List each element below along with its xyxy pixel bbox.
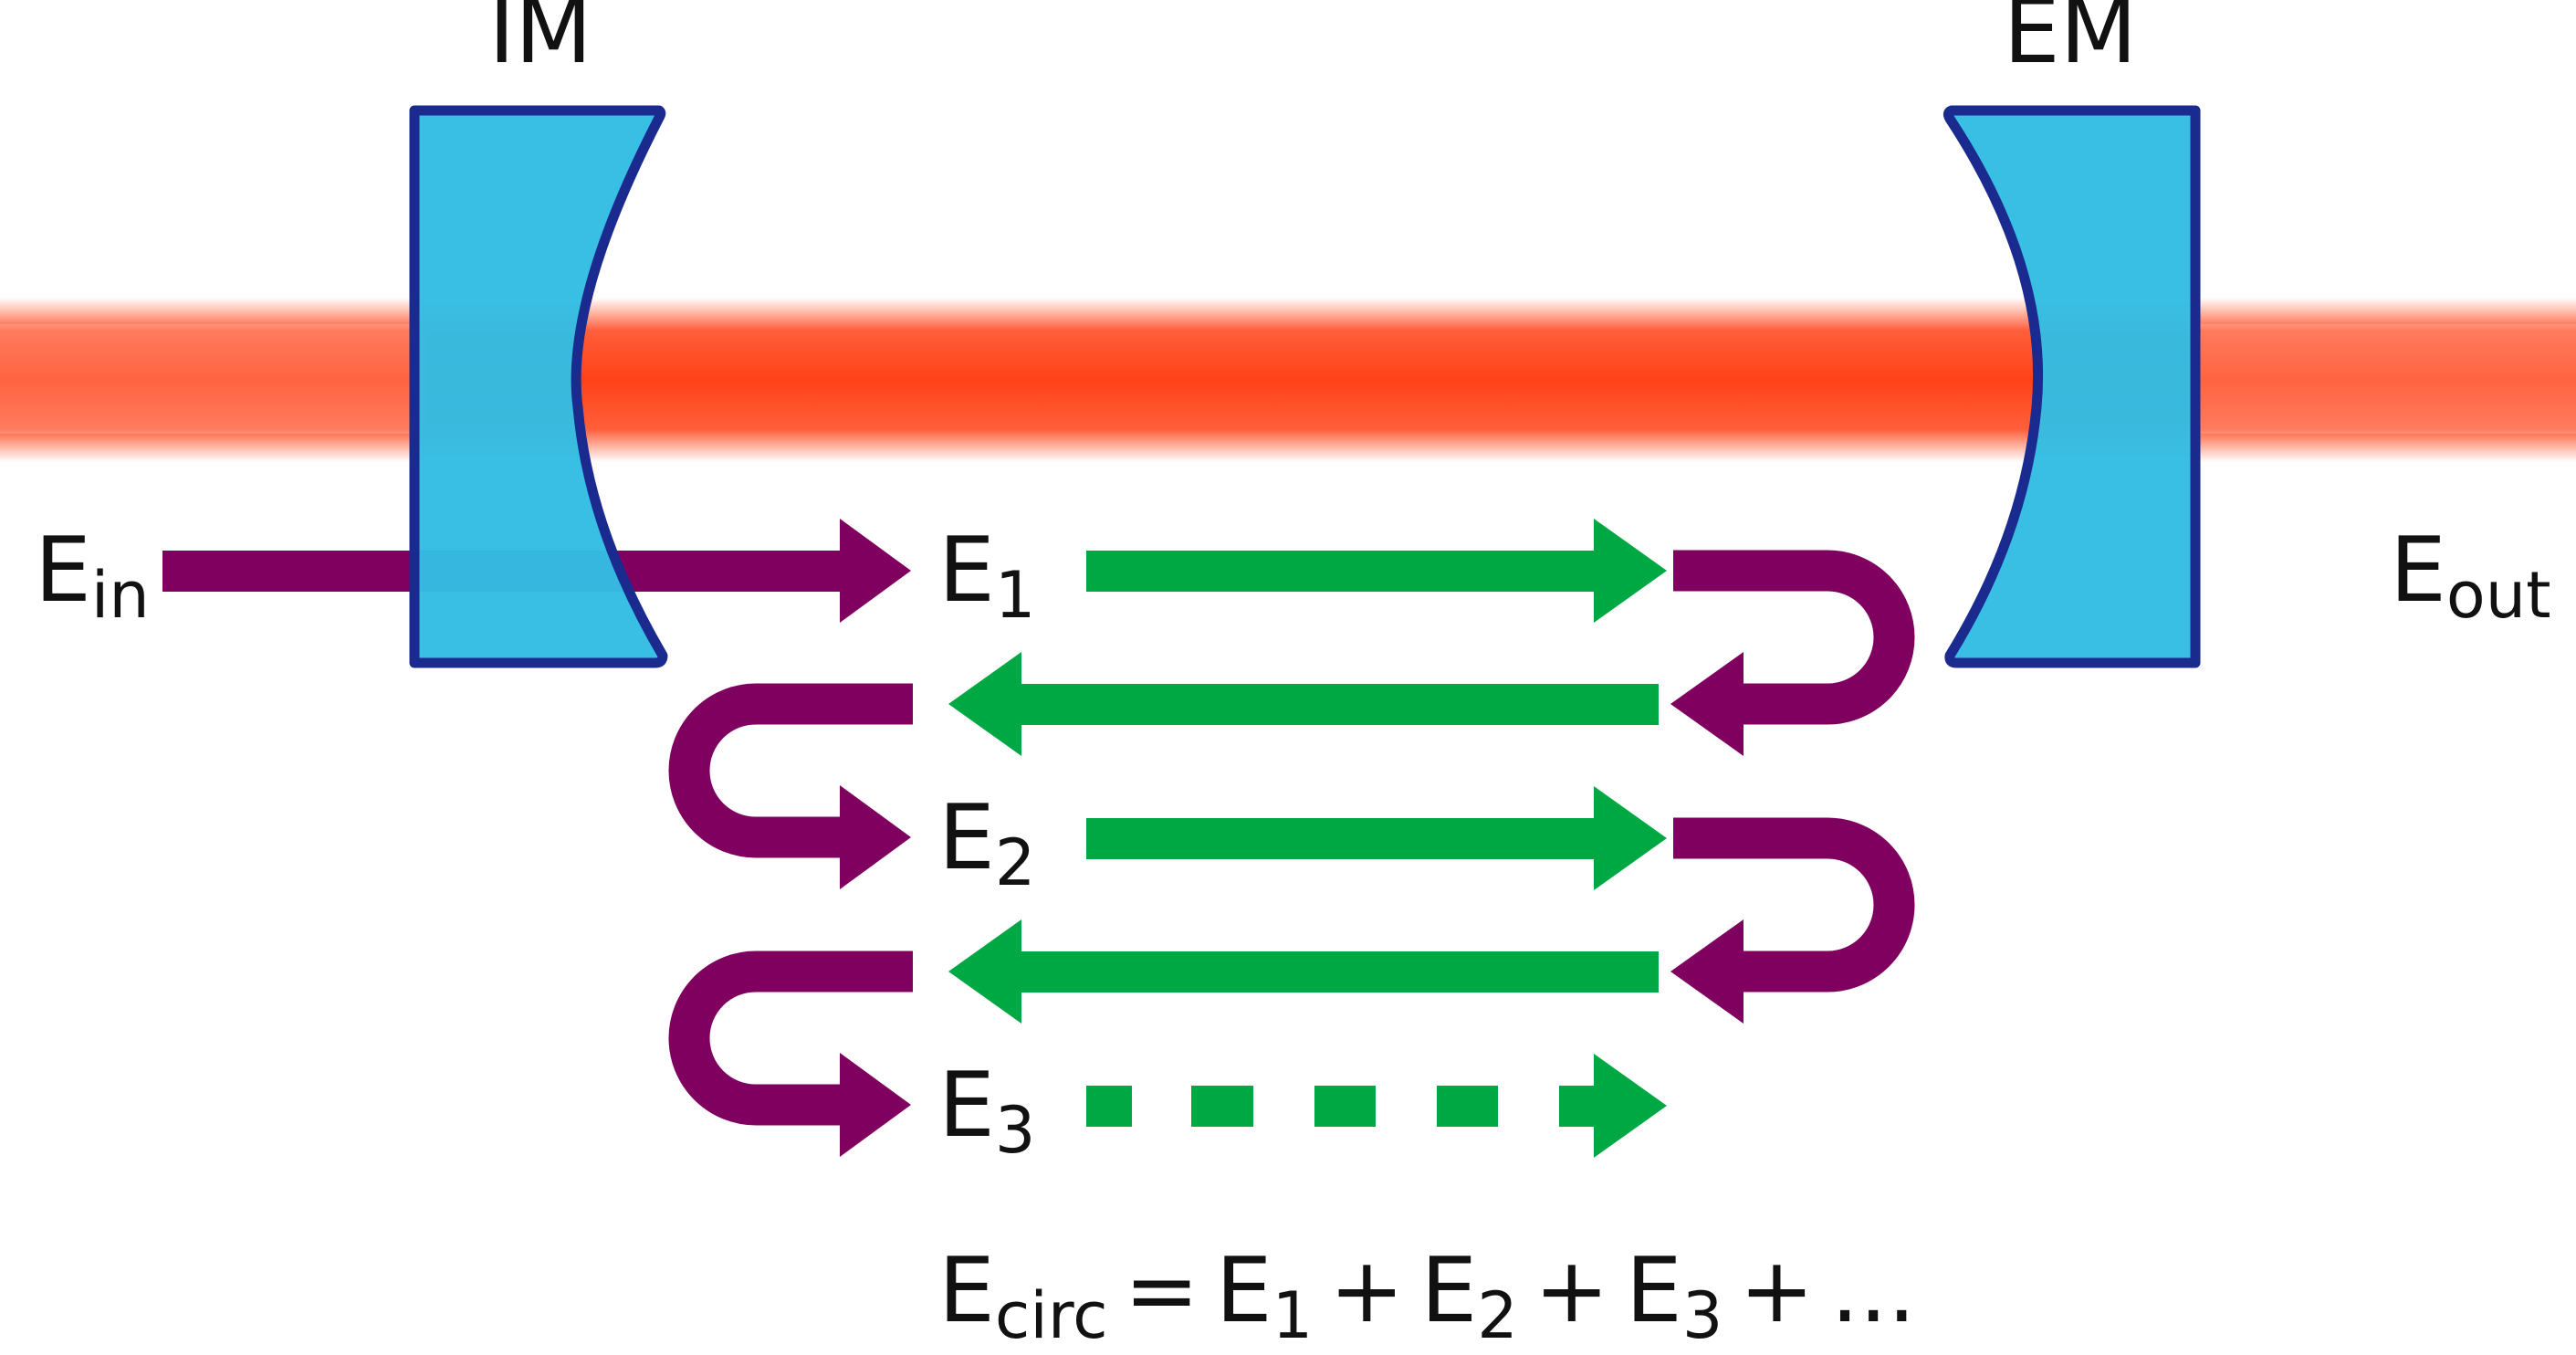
e2-label: E2 <box>938 786 1035 900</box>
e1-label: E1 <box>938 519 1035 633</box>
return-arrow-2 <box>948 919 1659 1024</box>
return-arrow-1 <box>948 652 1659 756</box>
propagation-arrow-3-dashed <box>1086 1054 1667 1158</box>
propagation-arrow-1 <box>1086 519 1667 623</box>
laser-beam-outside-left <box>0 324 429 434</box>
end-mirror-reflection-2 <box>1670 817 1915 1024</box>
input-mirror <box>409 105 668 668</box>
e-out-label: Eout <box>2390 519 2551 633</box>
end-mirror <box>1942 105 2201 668</box>
circulating-field-equation: Ecirc=E1+E2+E3+... <box>938 1239 1916 1353</box>
e-in-label: Ein <box>35 519 150 633</box>
end-mirror-reflection-1 <box>1670 550 1915 756</box>
e3-label: E3 <box>938 1054 1035 1168</box>
laser-beam-outside-right <box>2195 324 2576 434</box>
input-mirror-reflection-1 <box>668 683 913 889</box>
end-mirror-label: EM <box>2004 0 2137 84</box>
input-mirror-label: IM <box>488 0 592 84</box>
propagation-arrow-2 <box>1086 786 1667 890</box>
input-mirror-reflection-2 <box>668 951 913 1157</box>
